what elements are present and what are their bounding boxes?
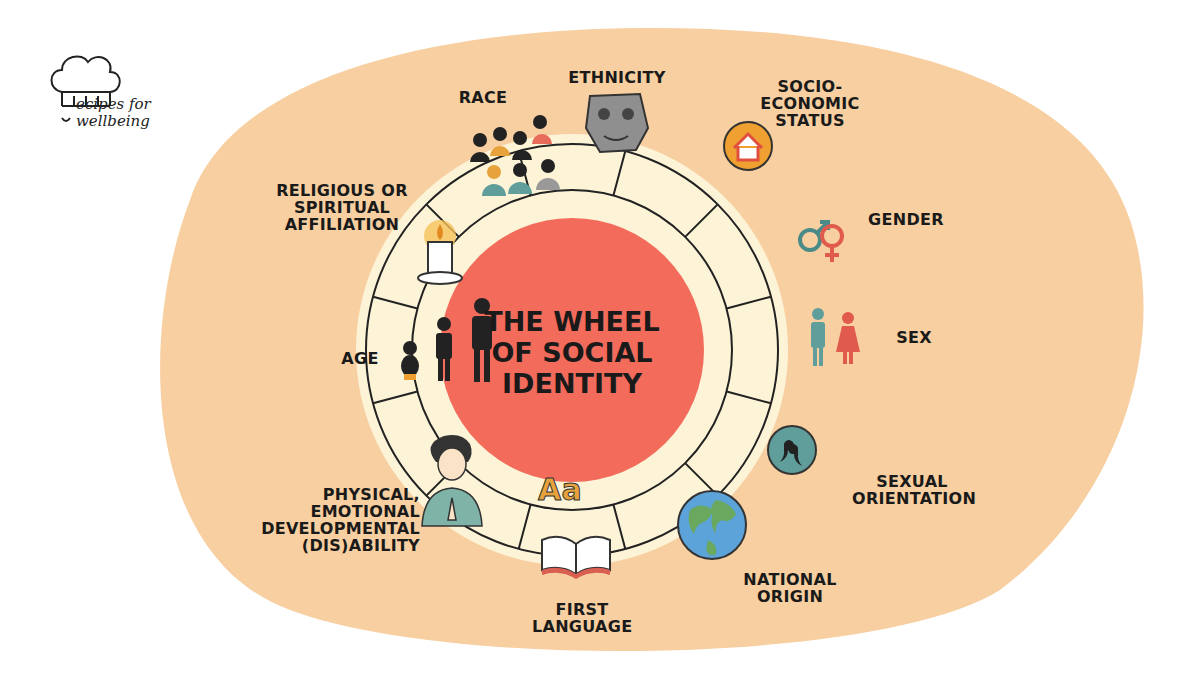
segment-label: AGE [341, 350, 378, 367]
peach-ground [160, 28, 1143, 651]
segment-divider [613, 151, 625, 195]
segment-label: PHYSICAL, EMOTIONAL DEVELOPMENTAL (DIS)A… [250, 486, 420, 554]
wheel-ring-inner [412, 190, 732, 510]
orientation-icon [768, 426, 816, 474]
candle-icon [418, 220, 462, 284]
segment-dividers [373, 151, 771, 549]
segment-divider [519, 505, 531, 549]
segment-label: SEX [896, 329, 932, 346]
ethnicity-mask-icon [586, 94, 648, 152]
segment-divider [727, 391, 771, 403]
wheel-ring [356, 134, 788, 566]
icon-text: Aa [538, 474, 582, 506]
house-icon [724, 122, 772, 170]
segment-divider [373, 297, 417, 309]
segment-divider [373, 391, 417, 403]
segment-label: RACE [459, 89, 508, 106]
segment-label: GENDER [868, 211, 944, 228]
segment-label: FIRST LANGUAGE [532, 601, 632, 635]
globe-icon [678, 491, 746, 559]
segment-label: RELIGIOUS OR SPIRITUAL AFFILIATION [267, 182, 417, 233]
person-icon [422, 435, 482, 526]
segment-label: NATIONAL ORIGIN [740, 571, 840, 605]
segment-label: SEXUAL ORIENTATION [852, 473, 972, 507]
center-circle [440, 218, 704, 482]
segment-divider [613, 505, 625, 549]
gender-symbols [800, 222, 842, 262]
sex-figures [811, 308, 860, 366]
segment-label: SOCIO-ECONOMIC STATUS [735, 78, 885, 129]
segment-divider [727, 297, 771, 309]
age-figures [401, 298, 492, 382]
race-icon [470, 115, 560, 196]
segment-label: ETHNICITY [568, 69, 665, 86]
book-icon [542, 537, 610, 579]
logo-text: ecipes for wellbeing [76, 96, 156, 130]
wheel-title: THE WHEEL OF SOCIAL IDENTITY [482, 306, 662, 399]
segment-divider [685, 204, 718, 237]
